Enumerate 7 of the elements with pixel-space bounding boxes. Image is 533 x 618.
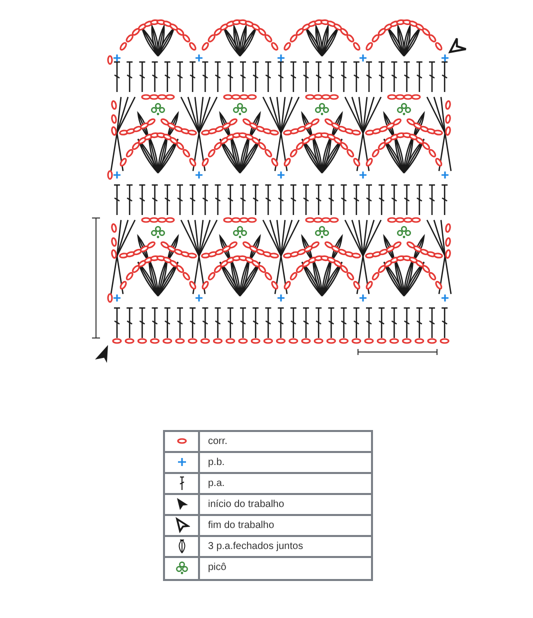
legend-label: corr. <box>207 435 228 449</box>
legend-label: p.a. <box>207 477 225 491</box>
legend-label: início do trabalho <box>207 498 284 512</box>
legend-label: picô <box>207 561 226 575</box>
legend-label: p.b. <box>207 456 225 470</box>
legend-label: 3 p.a.fechados juntos <box>207 540 304 554</box>
legend-label: fim do trabalho <box>207 519 274 533</box>
